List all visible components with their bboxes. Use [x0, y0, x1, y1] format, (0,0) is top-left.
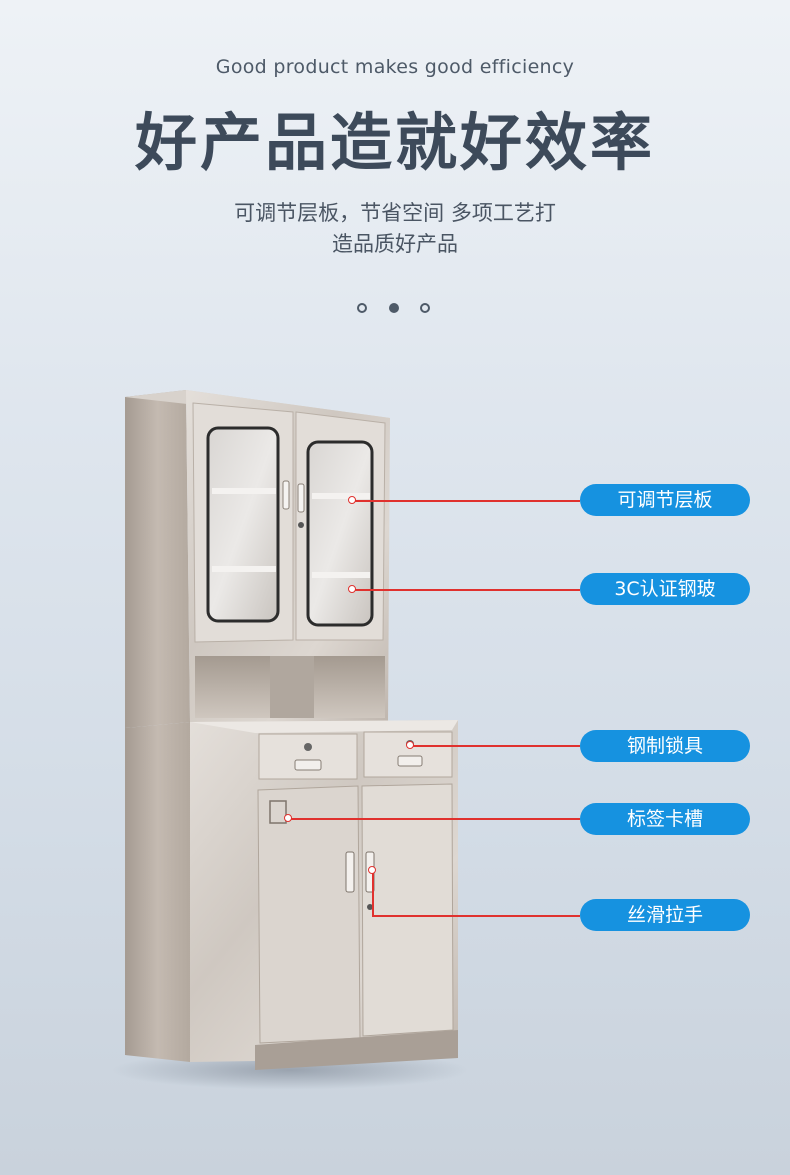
callout-anchor-dot [368, 866, 376, 874]
drawer-left [258, 733, 358, 780]
callout-label-slot: 标签卡槽 [580, 803, 750, 835]
page-title: 好产品造就好效率 [134, 106, 655, 179]
callout-smooth-handle: 丝滑拉手 [580, 899, 750, 931]
adjustable-shelf [212, 488, 276, 494]
callout-leader-line [288, 818, 580, 820]
description-line-2: 造品质好产品 [332, 232, 458, 256]
callout-anchor-dot [284, 814, 292, 822]
upper-cabinet [125, 390, 390, 728]
callout-anchor-dot [406, 741, 414, 749]
pagination-dots [357, 303, 437, 317]
callout-anchor-dot [348, 585, 356, 593]
glass-window-left [206, 426, 280, 623]
description-line-1: 可调节层板，节省空间 多项工艺打 [234, 201, 556, 225]
callout-adjustable-shelf: 可调节层板 [580, 484, 750, 516]
callout-anchor-dot [348, 496, 356, 504]
lower-cabinet [125, 720, 458, 1070]
callout-leader-line [410, 745, 580, 747]
label-card-slot [269, 800, 287, 824]
description: 可调节层板，节省空间 多项工艺打 造品质好产品 [0, 198, 790, 260]
drawer-lock [304, 743, 312, 751]
callout-steel-lock: 钢制锁具 [580, 730, 750, 762]
lower-door-handle [345, 851, 355, 893]
callout-leader-line [372, 915, 580, 917]
pagination-dot[interactable] [357, 303, 367, 313]
subtitle-english: Good product makes good efficiency [215, 56, 575, 78]
lower-door-right [361, 783, 454, 1037]
upper-door-handle [282, 480, 290, 510]
lower-door-left [257, 785, 361, 1044]
callout-leader-line [352, 500, 580, 502]
callout-3c-glass: 3C认证钢玻 [580, 573, 750, 605]
glass-window-right [306, 440, 374, 627]
pagination-dot-active[interactable] [389, 303, 399, 313]
drawer-right [363, 731, 453, 778]
callout-leader-line [352, 589, 580, 591]
callout-leader-line [372, 871, 374, 915]
pagination-dot[interactable] [420, 303, 430, 313]
